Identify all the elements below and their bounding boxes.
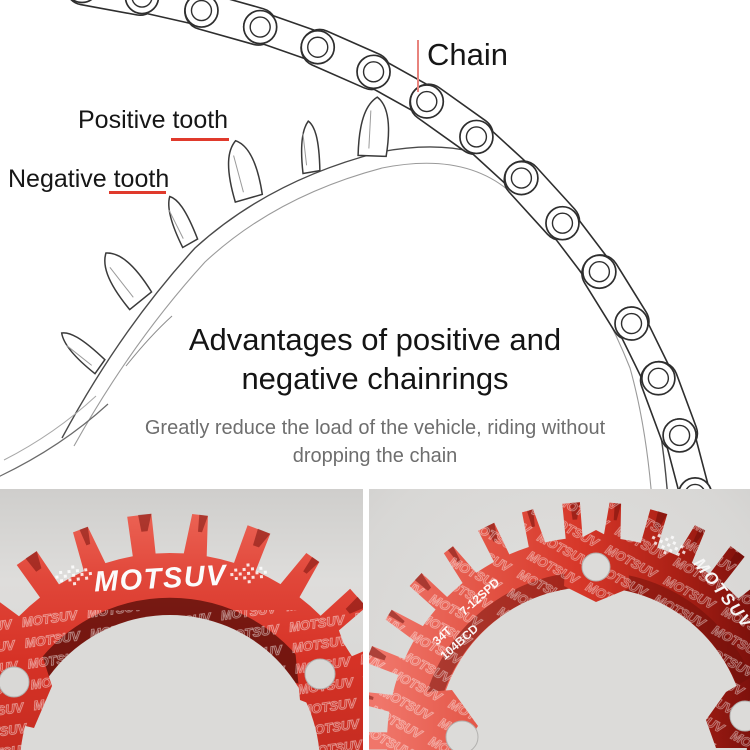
negative-tooth-leader-line xyxy=(109,191,166,194)
chain-leader-line xyxy=(417,40,419,92)
left-brand-engraving: MOTSUV xyxy=(93,559,229,598)
subtext-line-1: Greatly reduce the load of the vehicle, … xyxy=(144,417,606,439)
round-chainring-shape xyxy=(369,502,750,750)
advantages-heading: Advantages of positive and negative chai… xyxy=(115,320,635,398)
advantages-subtext: Greatly reduce the load of the vehicle, … xyxy=(90,414,660,470)
positive-tooth-label: Positive tooth xyxy=(78,106,229,134)
diagram-section: Chain Positive tooth Negative tooth Adva… xyxy=(0,0,712,489)
product-photos-row: MOTSUV MOTSUV xyxy=(0,489,750,750)
negative-tooth-label: Negative tooth xyxy=(8,165,170,193)
chain-and-chainring-line-drawing xyxy=(0,0,712,489)
heading-line-1: Advantages of positive and xyxy=(188,322,562,357)
left-dot-pattern-decorations xyxy=(55,563,267,586)
photo-round-chainring: MOTSUV 34T 7-12SPD 104BCD MOTSUV xyxy=(369,489,750,750)
chainring-teeth-drawing xyxy=(60,96,390,375)
oval-chainring-photo-art: MOTSUV MOTSUV xyxy=(0,489,363,750)
photo-oval-chainring: MOTSUV MOTSUV xyxy=(0,489,363,750)
chain-drawing xyxy=(64,0,712,489)
right-dot-pattern-decoration xyxy=(651,533,686,557)
photo-divider xyxy=(363,489,369,750)
subtext-line-2: dropping the chain xyxy=(292,445,458,467)
positive-tooth-leader-line xyxy=(171,138,229,141)
chain-label: Chain xyxy=(427,37,508,72)
heading-line-2: negative chainrings xyxy=(241,361,509,396)
round-chainring-photo-art: MOTSUV 34T 7-12SPD 104BCD MOTSUV xyxy=(369,489,750,750)
